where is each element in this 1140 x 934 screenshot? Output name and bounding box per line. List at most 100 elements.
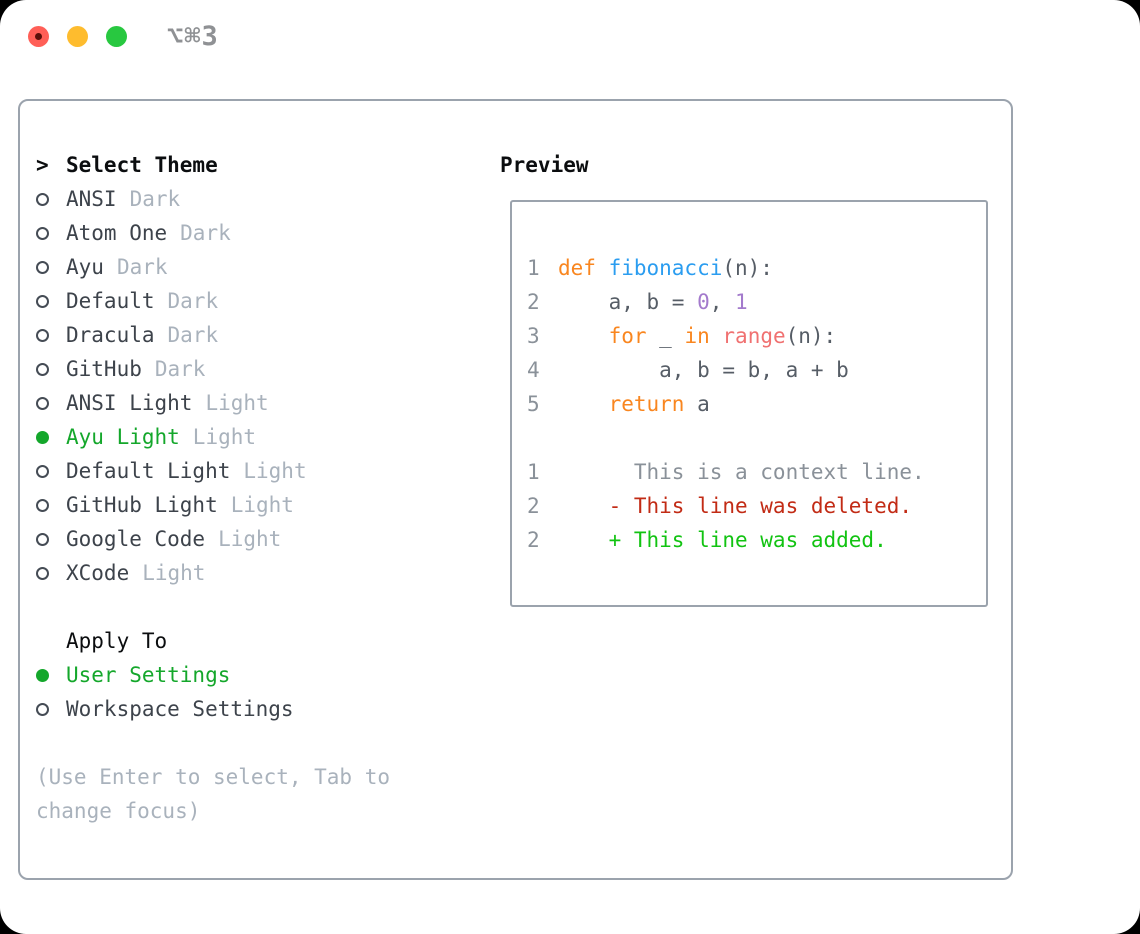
radio-icon (36, 362, 49, 376)
radio-icon (36, 532, 49, 546)
theme-option-ansi-dark[interactable]: ANSI Dark (36, 182, 436, 216)
theme-option-ansi-light[interactable]: ANSI Light Light (36, 386, 436, 420)
radio-icon (36, 294, 49, 308)
radio-icon (36, 498, 49, 512)
code-line: 5 return a (527, 387, 986, 421)
theme-tag: Light (230, 493, 294, 517)
theme-option-ayu-dark[interactable]: Ayu Dark (36, 250, 436, 284)
blank-line (527, 421, 986, 455)
line-number: 2 (527, 528, 540, 552)
line-number: 1 (527, 460, 540, 484)
code-line: 1 def fibonacci (n): (527, 251, 986, 285)
radio-icon (36, 430, 49, 444)
radio-icon (36, 668, 49, 682)
apply-option-workspace-settings[interactable]: Workspace Settings (36, 692, 436, 726)
preview-box: 1 def fibonacci (n): 2 a, b = 0 , 1 3 fo… (510, 200, 988, 607)
radio-icon (36, 702, 49, 716)
theme-tag: Light (205, 391, 269, 415)
theme-tag: Light (192, 425, 257, 449)
theme-list-header: Select Theme (66, 153, 218, 177)
line-number: 5 (527, 392, 540, 416)
code-token (710, 319, 723, 353)
radio-icon (36, 328, 49, 342)
radio-icon (36, 192, 49, 206)
theme-option-github-dark[interactable]: GitHub Dark (36, 352, 436, 386)
theme-tag: Dark (167, 323, 219, 347)
theme-option-google-code[interactable]: Google Code Light (36, 522, 436, 556)
radio-icon (36, 226, 49, 240)
theme-label: GitHub Light (66, 493, 218, 517)
theme-option-dracula-dark[interactable]: Dracula Dark (36, 318, 436, 352)
theme-list-header-row: > Select Theme (36, 148, 436, 182)
zoom-button[interactable] (106, 26, 127, 47)
theme-label: Default Light (66, 459, 231, 483)
diff-added-line: 2 + This line was added. (527, 523, 986, 557)
theme-tag: Light (218, 527, 282, 551)
code-line: 3 for _ in range (n): (527, 319, 986, 353)
theme-tag: Dark (116, 255, 168, 279)
apply-to-header: Apply To (66, 629, 168, 653)
theme-label: Default (66, 289, 155, 313)
radio-icon (36, 396, 49, 410)
line-number: 2 (527, 494, 540, 518)
code-token: fibonacci (608, 256, 723, 280)
code-token: def (558, 256, 609, 280)
code-line: 4 a, b = b, a + b (527, 353, 986, 387)
code-token: , (709, 290, 736, 314)
theme-option-xcode[interactable]: XCode Light (36, 556, 436, 590)
theme-tag: Dark (167, 289, 219, 313)
diff-deleted-line: 2 - This line was deleted. (527, 489, 986, 523)
line-number: 4 (527, 358, 540, 382)
theme-tag: Light (243, 459, 307, 483)
spacer (36, 590, 436, 624)
code-token: in (684, 324, 710, 348)
apply-to-header-row: Apply To (36, 624, 436, 658)
diff-text: - This line was deleted. (558, 494, 913, 518)
theme-tag: Dark (154, 357, 206, 381)
code-token: (n): (722, 256, 773, 280)
theme-option-ayu-light[interactable]: Ayu Light Light (36, 420, 436, 454)
close-button[interactable] (28, 26, 49, 47)
theme-label: Ayu (66, 255, 104, 279)
theme-list: > Select Theme ANSI Dark Atom One Dark A… (36, 148, 436, 828)
spacer (36, 726, 436, 760)
code-token (558, 319, 609, 353)
theme-label: ANSI (66, 187, 117, 211)
theme-label: ANSI Light (66, 391, 193, 415)
code-token: 0 (697, 290, 710, 314)
theme-label: Dracula (66, 323, 155, 347)
code-token: for (608, 324, 647, 348)
apply-option-label: Workspace Settings (66, 697, 294, 721)
theme-tag: Dark (129, 187, 181, 211)
theme-option-github-light[interactable]: GitHub Light Light (36, 488, 436, 522)
apply-option-label: User Settings (66, 663, 231, 687)
radio-icon (36, 566, 49, 580)
theme-tag: Dark (180, 221, 231, 245)
code-token: a, b = b, a + b (558, 358, 849, 382)
theme-label: Ayu Light (66, 425, 180, 449)
code-token: a (684, 392, 710, 416)
unsaved-dot-icon (35, 33, 42, 40)
theme-label: Google Code (66, 527, 206, 551)
diff-text: + This line was added. (558, 528, 887, 552)
theme-label: Atom One (66, 221, 168, 245)
theme-option-default-dark[interactable]: Default Dark (36, 284, 436, 318)
help-text: (Use Enter to select, Tab to change focu… (36, 765, 391, 823)
theme-option-default-light[interactable]: Default Light Light (36, 454, 436, 488)
line-number: 2 (527, 290, 540, 314)
line-number: 1 (527, 256, 540, 280)
radio-icon (36, 464, 49, 478)
theme-picker-panel: > Select Theme ANSI Dark Atom One Dark A… (18, 99, 1013, 880)
theme-option-atom-one-dark[interactable]: Atom One Dark (36, 216, 436, 250)
caret-icon: > (36, 153, 49, 177)
traffic-lights (28, 26, 127, 47)
code-line: 2 a, b = 0 , 1 (527, 285, 986, 319)
apply-option-user-settings[interactable]: User Settings (36, 658, 436, 692)
radio-icon (36, 260, 49, 274)
code-token: _ (646, 324, 685, 348)
preview-header: Preview (500, 153, 589, 177)
theme-label: GitHub (66, 357, 142, 381)
minimize-button[interactable] (67, 26, 88, 47)
window-title: ⌥⌘3 (167, 21, 219, 52)
